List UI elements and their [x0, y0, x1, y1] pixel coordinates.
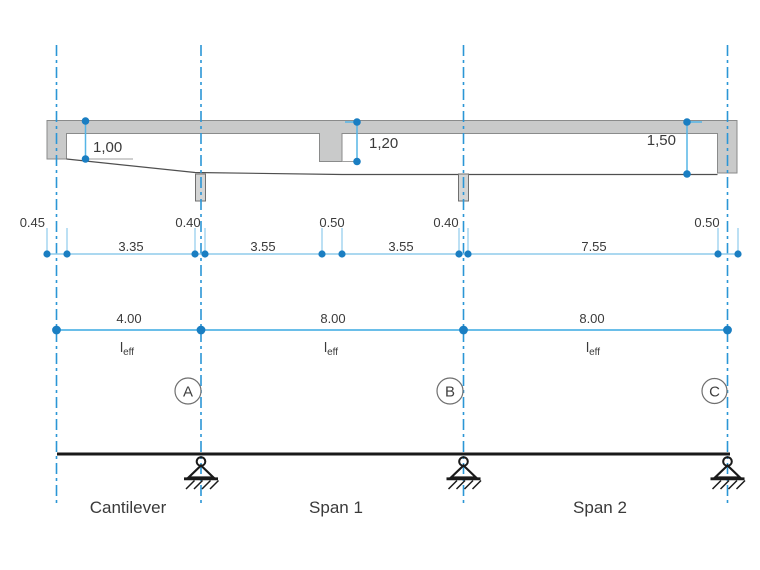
dim-label: 7.55	[581, 239, 606, 254]
dim-label: 3.55	[388, 239, 413, 254]
depth-dimension-1: 1,00	[81, 117, 133, 163]
span-labels: Cantilever Span 1 Span 2	[90, 498, 627, 517]
eff-length-value: 8.00	[320, 311, 345, 326]
grid-bubble-letter: B	[445, 384, 455, 401]
grid-bubble-letter: A	[183, 384, 193, 401]
dim-dot	[714, 250, 722, 258]
dim-label: 3.35	[118, 239, 143, 254]
eff-dot	[459, 325, 468, 335]
span-label-span2: Span 2	[573, 498, 627, 517]
dim-label: 0.45	[20, 215, 45, 230]
support-hatching	[447, 479, 482, 490]
dim-dot	[43, 250, 51, 258]
gridline-bubbles: A B C	[174, 377, 728, 405]
dim-label: 0.40	[433, 215, 458, 230]
eff-length-value: 4.00	[116, 311, 141, 326]
grid-bubble-letter: C	[709, 384, 720, 401]
dim-dot	[81, 155, 90, 163]
eff-dot	[52, 325, 61, 335]
depth-dim-label: 1,00	[93, 139, 122, 156]
dim-dot	[353, 157, 361, 166]
support-hatching	[185, 479, 220, 490]
dim-dot	[464, 250, 472, 258]
dim-label: 0.50	[694, 215, 719, 230]
dim-dot	[353, 118, 361, 126]
pin-support-b	[446, 456, 482, 490]
eff-length-value: 8.00	[579, 311, 604, 326]
depth-dim-label: 1,20	[369, 135, 398, 152]
eff-dot	[196, 325, 206, 335]
dim-dot	[63, 250, 71, 258]
eff-length-symbol: leff	[120, 339, 134, 358]
beam-bottom-edge	[66, 158, 718, 176]
dim-dot	[81, 117, 90, 125]
eff-length-symbol: leff	[586, 339, 600, 358]
eff-length-symbol: leff	[324, 339, 338, 358]
support-hatching	[711, 479, 746, 490]
depth-dimension-2: 1,20	[342, 118, 398, 166]
top-dimension-row: 0.45 3.35 0.40 3.55 0.50 3.55 0.40 7.55 …	[20, 215, 742, 258]
grid-bubble-a	[174, 377, 202, 405]
pin-support-a	[184, 456, 220, 490]
dim-label: 0.50	[319, 215, 344, 230]
pin-support-c	[710, 456, 746, 490]
eff-dot	[723, 325, 732, 335]
grid-axes	[55, 45, 729, 503]
span-label-cantilever: Cantilever	[90, 498, 167, 517]
grid-bubble-c	[701, 377, 728, 405]
depth-dimension-3: 1,50	[647, 118, 702, 178]
dim-dot	[201, 250, 209, 258]
dim-dot	[338, 250, 346, 258]
grid-bubble-b	[436, 377, 464, 405]
dim-label: 0.40	[175, 215, 200, 230]
dim-dot	[191, 250, 199, 258]
depth-dim-label: 1,50	[647, 132, 676, 149]
span-label-span1: Span 1	[309, 498, 363, 517]
dim-dot	[683, 170, 691, 178]
dim-dot	[683, 118, 691, 126]
dim-dot	[455, 250, 463, 258]
dim-dot	[318, 250, 326, 258]
effective-length-row: 4.00 8.00 8.00 leff leff leff	[52, 311, 732, 358]
dim-dot	[734, 250, 742, 258]
dim-label: 3.55	[250, 239, 275, 254]
